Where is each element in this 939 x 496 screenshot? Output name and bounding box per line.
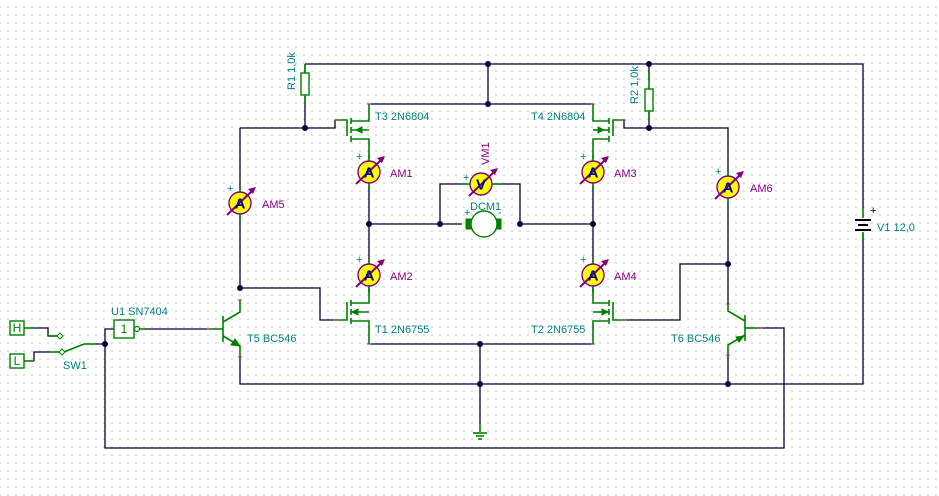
- wire-vm1-minus[interactable]: [500, 183, 521, 224]
- ammeter-symbol: A: [588, 268, 599, 285]
- ammeter-am2[interactable]: A + AM2: [355, 254, 413, 293]
- junction: [646, 61, 652, 67]
- inverter-u1[interactable]: 1 U1 SN7404: [111, 306, 168, 339]
- pin-markers: [207, 103, 762, 358]
- voltmeter-vm1[interactable]: V + VM1: [462, 142, 500, 197]
- plus-sign: +: [463, 172, 469, 184]
- junction: [102, 341, 108, 347]
- logic-high-source[interactable]: H: [9, 320, 34, 336]
- t4-label: T4 2N6804: [531, 111, 585, 123]
- t1-label: T1 2N6755: [375, 324, 429, 336]
- wire-t3-gate[interactable]: [240, 120, 336, 129]
- junction: [237, 285, 243, 291]
- mosfet-t3[interactable]: T3 2N6804: [336, 104, 429, 158]
- am1-label: AM1: [390, 168, 413, 180]
- h-label: H: [13, 321, 22, 335]
- t2-label: T2 2N6755: [531, 324, 585, 336]
- junction: [725, 261, 731, 267]
- wire-switch-out[interactable]: [96, 328, 114, 345]
- resistor-r2[interactable]: R2 1,0k: [629, 66, 654, 120]
- switch-sw1[interactable]: SW1: [48, 332, 96, 372]
- junctions: [102, 61, 731, 387]
- ammeter-symbol: A: [588, 165, 599, 182]
- ammeter-am4[interactable]: A + AM4: [579, 254, 637, 293]
- resistor-r1[interactable]: R1 1,0k: [286, 52, 310, 104]
- plus-sign: +: [227, 183, 233, 195]
- voltmeter-symbol: V: [476, 177, 486, 194]
- logic-low-source[interactable]: L: [9, 353, 34, 369]
- wire-ground-rail[interactable]: [239, 234, 864, 385]
- inverter-symbol: 1: [121, 322, 128, 336]
- wire-t4-gate[interactable]: [623, 120, 729, 176]
- ammeter-am5[interactable]: A + AM5: [226, 183, 285, 221]
- junction: [437, 221, 443, 227]
- ammeter-symbol: A: [364, 165, 375, 182]
- dc-motor-dcm1[interactable]: DCM1 + -: [464, 201, 502, 238]
- u1-label: U1 SN7404: [111, 306, 168, 318]
- plus-sign: +: [356, 151, 362, 163]
- wire-l[interactable]: [33, 351, 50, 361]
- mosfet-t4[interactable]: T4 2N6804: [531, 104, 624, 158]
- junction: [366, 221, 372, 227]
- junction: [725, 381, 731, 387]
- ammeter-am3[interactable]: A + AM3: [579, 151, 637, 190]
- dcm1-label: DCM1: [470, 201, 501, 213]
- junction: [485, 101, 491, 107]
- wire-top-rail[interactable]: [305, 63, 864, 208]
- wire-t1-gate[interactable]: [240, 287, 336, 321]
- am5-label: AM5: [262, 199, 285, 211]
- wire-vm1-plus[interactable]: [439, 183, 462, 224]
- am3-label: AM3: [614, 168, 637, 180]
- plus-sign: +: [870, 205, 876, 217]
- wire-t2-gate[interactable]: [624, 263, 728, 321]
- junction: [302, 125, 308, 131]
- plus-sign: +: [464, 207, 470, 219]
- t6-label: T6 BC546: [671, 333, 721, 345]
- am4-label: AM4: [614, 271, 637, 283]
- junction: [517, 221, 523, 227]
- r1-label: R1 1,0k: [286, 52, 298, 90]
- vm1-label: VM1: [480, 142, 492, 165]
- bjt-t5[interactable]: T5 BC546: [209, 300, 297, 357]
- minus-sign: -: [498, 207, 502, 219]
- plus-sign: +: [580, 151, 586, 163]
- junction: [477, 341, 483, 347]
- am6-label: AM6: [750, 183, 773, 195]
- junction: [485, 61, 491, 67]
- junction: [477, 381, 483, 387]
- junction: [646, 125, 652, 131]
- v1-label: V1 12,0: [877, 222, 915, 234]
- ammeter-symbol: A: [235, 196, 246, 213]
- ground-symbol[interactable]: [473, 424, 487, 440]
- plus-sign: +: [715, 166, 721, 178]
- wire-t6-base-loop[interactable]: [104, 327, 785, 449]
- sw1-label: SW1: [63, 360, 87, 372]
- junction: [590, 221, 596, 227]
- ammeter-am1[interactable]: A + AM1: [355, 151, 413, 190]
- plus-sign: +: [356, 254, 362, 266]
- bjt-t6[interactable]: T6 BC546: [671, 304, 760, 355]
- am2-label: AM2: [390, 271, 413, 283]
- plus-sign: +: [580, 254, 586, 266]
- t3-label: T3 2N6804: [375, 111, 429, 123]
- wires: [33, 63, 864, 449]
- wire-h[interactable]: [34, 327, 60, 337]
- l-label: L: [14, 354, 21, 368]
- t5-label: T5 BC546: [247, 333, 297, 345]
- battery-v1[interactable]: + V1 12,0: [855, 205, 915, 242]
- mosfet-t2[interactable]: T2 2N6755: [531, 288, 624, 344]
- ammeter-symbol: A: [723, 180, 734, 197]
- r2-label: R2 1,0k: [629, 66, 641, 104]
- ammeter-am6[interactable]: A + AM6: [714, 166, 773, 205]
- ammeter-symbol: A: [364, 268, 375, 285]
- mosfet-t1[interactable]: T1 2N6755: [336, 288, 429, 344]
